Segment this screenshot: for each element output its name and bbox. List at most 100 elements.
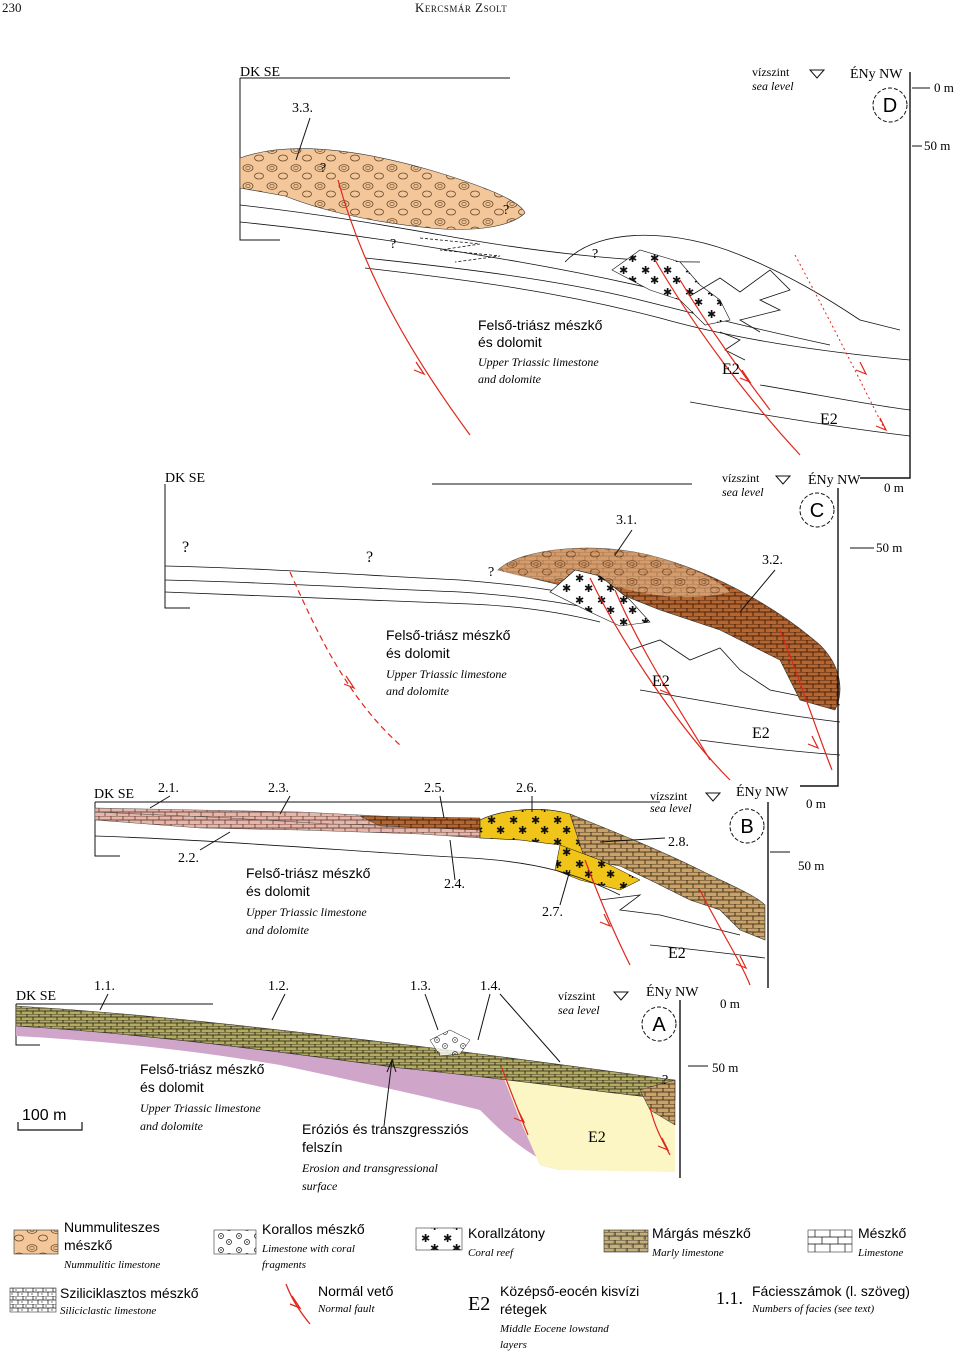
page-number: 230	[2, 0, 22, 15]
panel-d-scale-bottom: 50 m	[924, 138, 950, 153]
legend-item-en: Middle Eocene lowstand	[499, 1323, 609, 1335]
panel-b-se-label: DK SE	[94, 787, 134, 802]
panel-c-unit-en-2: and dolomite	[386, 684, 450, 698]
legend-item-hu: Fáciesszámok (l. szöveg)	[752, 1283, 910, 1299]
nummulite-pattern-icon	[13, 1229, 59, 1255]
panel-d-unit-en-2: and dolomite	[478, 372, 542, 386]
legend-item-en: Marly limestone	[651, 1247, 724, 1259]
panel-d-e2-label-2: E2	[820, 411, 838, 428]
facies-3-2-label: 3.2.	[762, 553, 783, 568]
panel-a-surface-en-2: surface	[302, 1179, 338, 1193]
facies-2-7-label: 2.7.	[542, 905, 563, 920]
question-mark: ?	[503, 203, 509, 218]
facies-number-icon: 1.1.	[716, 1288, 743, 1308]
coral-reef-pattern-icon	[415, 1227, 463, 1251]
panel-a-unit-hu-2: és dolomit	[140, 1079, 204, 1095]
facies-1-1-label: 1.1.	[94, 979, 115, 994]
panel-a-se-label: DK SE	[16, 989, 56, 1004]
facies-2-5-label: 2.5.	[424, 781, 445, 796]
question-mark: ?	[182, 539, 189, 556]
panel-b-scale-top: 0 m	[806, 796, 826, 811]
legend-item-hu: Korallzátony	[468, 1225, 545, 1241]
facies-1-2-label: 1.2.	[268, 979, 289, 994]
facies-1-3-label: 1.3.	[410, 979, 431, 994]
panel-c: DK SE 0 m 50 m ÉNy NW vízszint sea level…	[164, 471, 904, 787]
sea-level-icon	[774, 475, 792, 485]
panel-a-surface-hu-2: felszín	[302, 1139, 342, 1155]
question-mark: ?	[366, 549, 373, 566]
panel-c-nw-label: ÉNy NW	[808, 471, 861, 488]
panel-d-sea-level-hu: vízszint	[752, 65, 790, 79]
panel-d-nw-label: ÉNy NW	[850, 65, 903, 82]
sea-level-icon	[612, 991, 630, 1001]
coral-fragment-pattern-icon	[213, 1229, 257, 1255]
panel-b-letter: B	[740, 816, 753, 838]
panel-a-surface-hu-1: Eróziós és transzgressziós	[302, 1121, 469, 1137]
legend-item-en: Normal fault	[317, 1303, 375, 1315]
panel-a-letter: A	[652, 1014, 666, 1036]
panel-a-scale-bottom: 50 m	[712, 1060, 738, 1075]
panel-a-surface-en-1: Erosion and transgressional	[301, 1161, 438, 1175]
panel-b-sea-level-hu: vízszint	[650, 789, 688, 803]
question-mark: ?	[390, 237, 396, 252]
panel-c-scale-bottom: 50 m	[876, 540, 902, 555]
legend-item-en: Nummulitic limestone	[63, 1259, 160, 1271]
legend-item-en: layers	[500, 1339, 527, 1351]
panel-d-unit-en-1: Upper Triassic limestone	[478, 355, 599, 369]
legend-item-en: Numbers of facies (see text)	[751, 1303, 875, 1315]
facies-2-3-label: 2.3.	[268, 781, 289, 796]
panel-d-e2-label: E2	[722, 361, 740, 378]
panel-b-nw-label: ÉNy NW	[736, 783, 789, 800]
panel-c-unit-hu-2: és dolomit	[386, 645, 450, 661]
legend-item-hu: Korallos mészkő	[262, 1221, 365, 1237]
facies-2-6-label: 2.6.	[516, 781, 537, 796]
legend: Nummuliteszes mészkő Nummulitic limeston…	[9, 1219, 910, 1351]
panel-d-se-label: DK SE	[240, 65, 280, 80]
panel-c-sea-level-en: sea level	[722, 485, 764, 499]
legend-item-hu: Középső-eocén kisvízi	[500, 1283, 639, 1299]
facies-2-1-label: 2.1.	[158, 781, 179, 796]
panel-c-se-label: DK SE	[165, 471, 205, 486]
marly-limestone-pattern-icon	[603, 1229, 649, 1253]
panel-d-scale-top: 0 m	[934, 80, 954, 95]
panel-b-unit-hu-2: és dolomit	[246, 883, 310, 899]
legend-item-en: Limestone	[857, 1247, 903, 1259]
question-mark: ?	[662, 1073, 668, 1088]
panel-a-unit-hu-1: Felső-triász mészkő	[140, 1061, 265, 1077]
e2-symbol-icon: E2	[468, 1293, 490, 1315]
panel-a-sea-level-en: sea level	[558, 1003, 600, 1017]
panel-a: DK SE 0 m 50 m ÉNy NW vízszint sea level…	[15, 979, 740, 1193]
panel-c-e2-label-2: E2	[752, 725, 770, 742]
panel-c-letter: C	[810, 500, 824, 522]
facies-1-4-label: 1.4.	[480, 979, 501, 994]
panel-a-nw-label: ÉNy NW	[646, 983, 699, 1000]
facies-2-2-label: 2.2.	[178, 851, 199, 866]
panel-c-e2-label: E2	[652, 673, 670, 690]
panel-d: DK SE 0 m 50 m ÉNy NW vízszint sea level	[239, 65, 954, 479]
panel-b-scale-bottom: 50 m	[798, 858, 824, 873]
panel-a-scale-top: 0 m	[720, 996, 740, 1011]
panel-b-unit-hu-1: Felső-triász mészkő	[246, 865, 371, 881]
legend-item-hu: Nummuliteszes	[64, 1219, 160, 1235]
panel-b-e2-label: E2	[668, 945, 686, 962]
panel-b-unit-en-1: Upper Triassic limestone	[246, 905, 367, 919]
scale-bar	[17, 1122, 83, 1131]
panel-a-sea-level-hu: vízszint	[558, 989, 596, 1003]
legend-item-hu: Normál vető	[318, 1283, 394, 1299]
panel-d-unit-hu-1: Felső-triász mészkő	[478, 317, 603, 333]
panel-d-sea-level-en: sea level	[752, 79, 794, 93]
normal-fault-arrow-icon	[285, 1283, 311, 1325]
facies-2-4-label: 2.4.	[444, 877, 465, 892]
legend-item-en: Coral reef	[468, 1247, 515, 1259]
legend-item-hu: rétegek	[500, 1301, 548, 1317]
question-mark: ?	[320, 161, 326, 176]
panel-a-e2-label: E2	[588, 1129, 606, 1146]
siliciclastic-limestone-pattern-icon	[9, 1287, 57, 1313]
panel-d-unit-hu-2: és dolomit	[478, 334, 542, 350]
panel-b-sea-level-en: sea level	[650, 801, 692, 815]
facies-3-3-label: 3.3.	[292, 101, 313, 116]
legend-item-en: Siliciclastic limestone	[60, 1305, 156, 1317]
limestone-pattern-icon	[807, 1229, 853, 1253]
panel-b-unit-en-2: and dolomite	[246, 923, 310, 937]
